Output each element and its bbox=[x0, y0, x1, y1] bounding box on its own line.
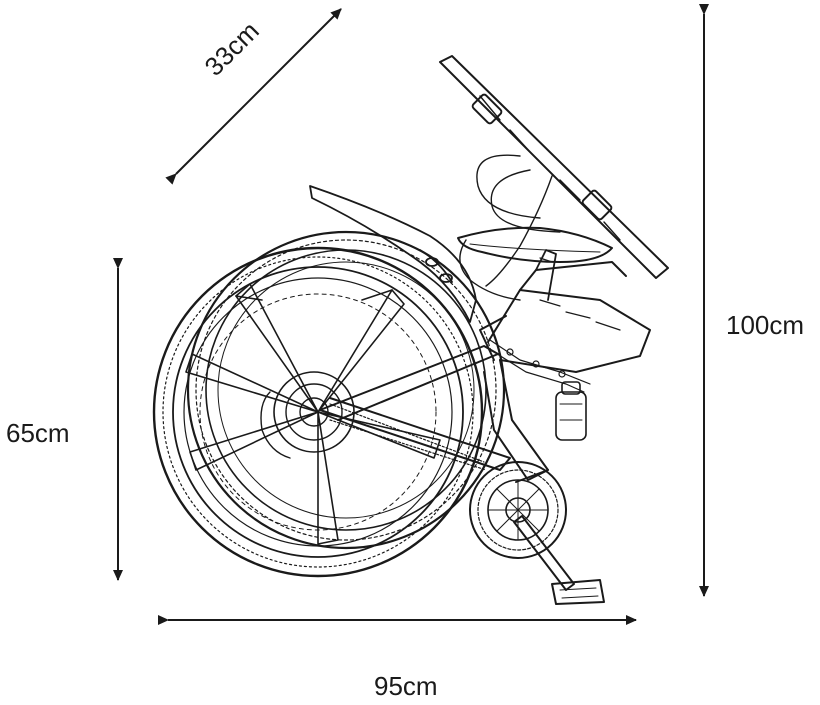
handlebar bbox=[439, 55, 669, 279]
chain-stay-detail bbox=[489, 339, 591, 393]
mudguard bbox=[309, 185, 477, 323]
saddle bbox=[457, 226, 613, 263]
crank-arm bbox=[513, 515, 575, 591]
front-wheel bbox=[152, 246, 484, 578]
brake-cables bbox=[459, 154, 561, 301]
frame bbox=[319, 261, 651, 483]
bicycle-sketch bbox=[152, 55, 669, 605]
pedal bbox=[551, 579, 605, 605]
total-height-label: 100cm bbox=[726, 310, 805, 340]
width-label: 95cm bbox=[374, 671, 438, 701]
depth-dimension-arrow bbox=[165, 8, 342, 185]
rear-wheel bbox=[186, 230, 506, 550]
folded-height-label: 65cm bbox=[6, 418, 70, 448]
chainring bbox=[469, 461, 567, 559]
chain bbox=[329, 403, 487, 471]
water-bottle bbox=[555, 381, 587, 441]
